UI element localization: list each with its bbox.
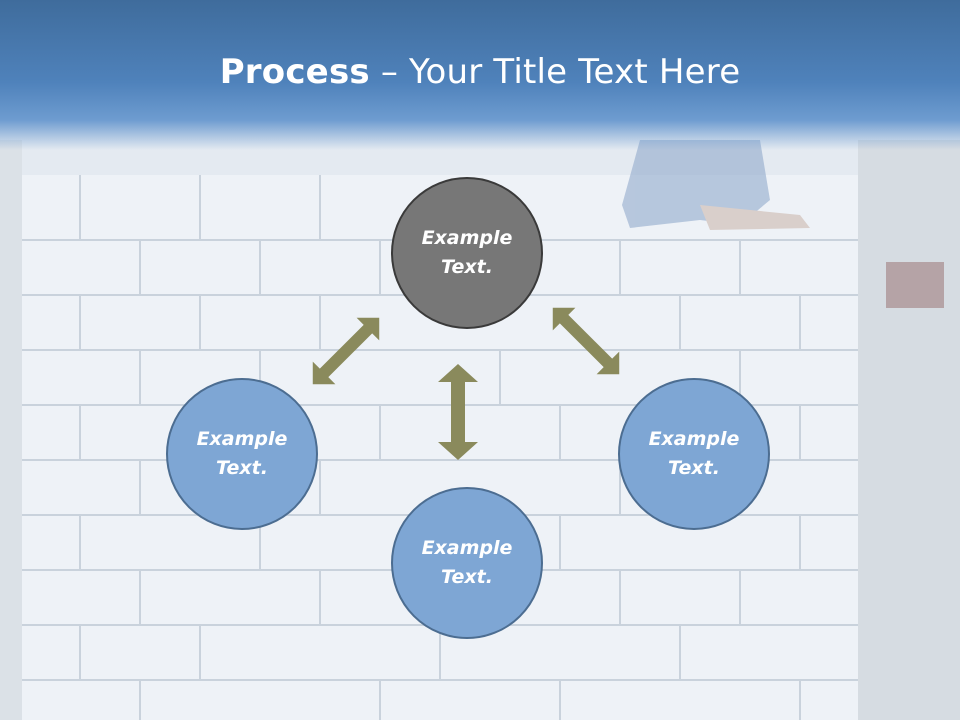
- double-arrow-right: [552, 307, 620, 375]
- worker-figure: [622, 140, 810, 230]
- header-bar: [0, 0, 960, 150]
- node-line1: Example: [421, 227, 513, 249]
- node-line2: Text.: [441, 256, 493, 278]
- process-node-bottom: Example Text.: [391, 487, 543, 639]
- node-line1: Example: [648, 428, 740, 450]
- process-node-right: Example Text.: [618, 378, 770, 530]
- node-line1: Example: [196, 428, 288, 450]
- double-arrow-left: [312, 317, 380, 385]
- node-line2: Text.: [441, 566, 493, 588]
- node-line2: Text.: [668, 457, 720, 479]
- double-arrow-vertical: [438, 364, 478, 460]
- node-line1: Example: [421, 537, 513, 559]
- title-bold: Process: [219, 52, 370, 92]
- process-node-left: Example Text.: [166, 378, 318, 530]
- title-rest: – Your Title Text Here: [369, 52, 741, 92]
- process-node-top: Example Text.: [391, 177, 543, 329]
- node-line2: Text.: [216, 457, 268, 479]
- slide-title: Process – Your Title Text Here: [0, 52, 960, 92]
